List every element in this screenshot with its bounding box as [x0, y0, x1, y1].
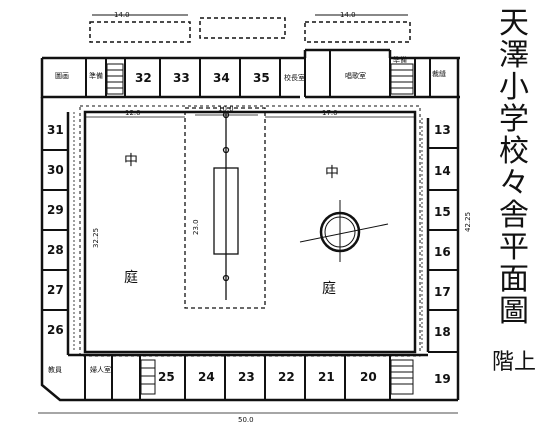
courtyard-label-right-top: 中 — [325, 165, 339, 181]
well-circle — [299, 200, 389, 262]
title-char-1: 天 — [499, 6, 529, 41]
title-char-9: 面 — [499, 262, 529, 297]
title-char-7: 舎 — [499, 198, 529, 233]
room-25: 25 — [158, 370, 175, 384]
room-30: 30 — [47, 163, 64, 177]
top-dashed-blocks — [89, 17, 411, 43]
title-char-3: 小 — [499, 70, 529, 105]
room-teachers: 教員 — [48, 365, 62, 374]
room-music: 唱歌室 — [345, 71, 366, 80]
room-33: 33 — [173, 71, 190, 85]
room-14: 14 — [434, 164, 451, 178]
room-16: 16 — [434, 245, 451, 259]
room-29: 29 — [47, 203, 64, 217]
room-20: 20 — [360, 370, 377, 384]
title-char-6: 々 — [499, 166, 529, 201]
floor-label: 階上 — [492, 350, 537, 375]
title-char-8: 平 — [499, 230, 529, 265]
room-women: 婦人室 — [90, 365, 111, 374]
courtyard-label-left-bottom: 庭 — [124, 269, 138, 286]
room-22: 22 — [278, 370, 295, 384]
bottom-room-walls — [84, 355, 391, 400]
dim-right-side: 42.25 — [464, 212, 472, 232]
courtyard-border — [79, 105, 421, 357]
title-column: 天 澤 小 学 校 々 舎 平 面 圖 階上 — [492, 8, 536, 428]
room-32: 32 — [135, 71, 152, 85]
room-prep-left: 準備 — [89, 71, 103, 80]
room-23: 23 — [238, 370, 255, 384]
room-sewing: 裁縫 — [432, 69, 446, 78]
right-room-walls — [428, 147, 458, 353]
title-char-2: 澤 — [499, 38, 529, 73]
room-13: 13 — [434, 123, 451, 137]
outer-walls — [40, 48, 460, 402]
room-21: 21 — [318, 370, 335, 384]
dim-bottom: 50.0 — [238, 416, 254, 424]
stairs — [106, 63, 414, 395]
room-28: 28 — [47, 243, 64, 257]
room-19: 19 — [434, 372, 451, 386]
dim-top-left: 14.0 — [114, 11, 130, 19]
top-room-walls — [85, 50, 431, 97]
courtyard-label-right-bottom: 庭 — [322, 280, 336, 297]
dim-center-vertical: 23.0 — [192, 219, 200, 235]
room-26: 26 — [47, 323, 64, 337]
left-room-walls — [42, 149, 68, 311]
dim-right-court: 17.0 — [322, 109, 338, 117]
title-char-10: 圖 — [499, 294, 529, 329]
dim-top-right: 14.0 — [340, 11, 356, 19]
room-principal: 校長室 — [284, 73, 305, 82]
room-34: 34 — [213, 71, 230, 85]
room-prep-right: 準備 — [393, 55, 407, 64]
dim-center-top: 10.0 — [218, 105, 234, 113]
title-char-4: 学 — [499, 102, 529, 137]
room-17: 17 — [434, 285, 451, 299]
room-27: 27 — [47, 283, 64, 297]
dimension-lines — [38, 112, 458, 414]
room-18: 18 — [434, 325, 451, 339]
title-char-5: 校 — [499, 134, 529, 169]
dim-left-side: 32.25 — [92, 228, 100, 248]
room-24: 24 — [198, 370, 215, 384]
room-35: 35 — [253, 71, 270, 85]
room-15: 15 — [434, 205, 451, 219]
room-31: 31 — [47, 123, 64, 137]
dim-left-court: 12.0 — [125, 109, 141, 117]
courtyard-label-left-top: 中 — [124, 153, 138, 169]
room-drawing: 圖画 — [55, 72, 69, 80]
center-field — [184, 107, 266, 309]
